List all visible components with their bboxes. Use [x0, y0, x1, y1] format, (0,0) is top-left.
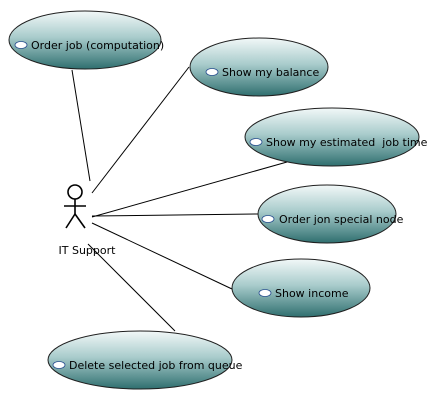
use-case-show-balance[interactable]: Show my balance — [189, 37, 329, 97]
association-delete-job[interactable] — [87, 243, 176, 332]
use-case-icon — [52, 361, 66, 369]
use-case-label: Show my estimated job time — [266, 136, 428, 149]
association-show-income[interactable] — [91, 222, 233, 290]
actor-label: IT Support — [59, 244, 117, 257]
use-case-special-node[interactable]: Order jon special node — [257, 184, 404, 244]
use-case-estimated-time[interactable]: Show my estimated job time — [244, 107, 428, 167]
use-case-label: Order job (computation) — [31, 39, 164, 52]
association-estimated-time[interactable] — [91, 161, 288, 218]
use-case-icon — [261, 215, 275, 223]
association-show-balance[interactable] — [91, 66, 190, 194]
use-case-icon — [249, 138, 263, 146]
use-case-icon — [205, 68, 219, 76]
association-order-job[interactable] — [71, 69, 91, 182]
use-case-label: Order jon special node — [279, 213, 404, 226]
stick-figure-icon — [64, 184, 86, 229]
actor-it-support[interactable]: IT Support — [59, 184, 117, 257]
use-case-label: Show my balance — [222, 66, 319, 79]
associations — [71, 66, 288, 332]
use-case-delete-job[interactable]: Delete selected job from queue — [47, 330, 243, 390]
use-case-show-income[interactable]: Show income — [231, 258, 371, 318]
association-special-node[interactable] — [91, 213, 260, 217]
use-case-order-job[interactable]: Order job (computation) — [8, 10, 164, 70]
use-case-label: Delete selected job from queue — [69, 359, 243, 372]
use-case-icon — [258, 289, 272, 297]
use-case-icon — [14, 41, 28, 49]
use-case-label: Show income — [275, 287, 349, 300]
